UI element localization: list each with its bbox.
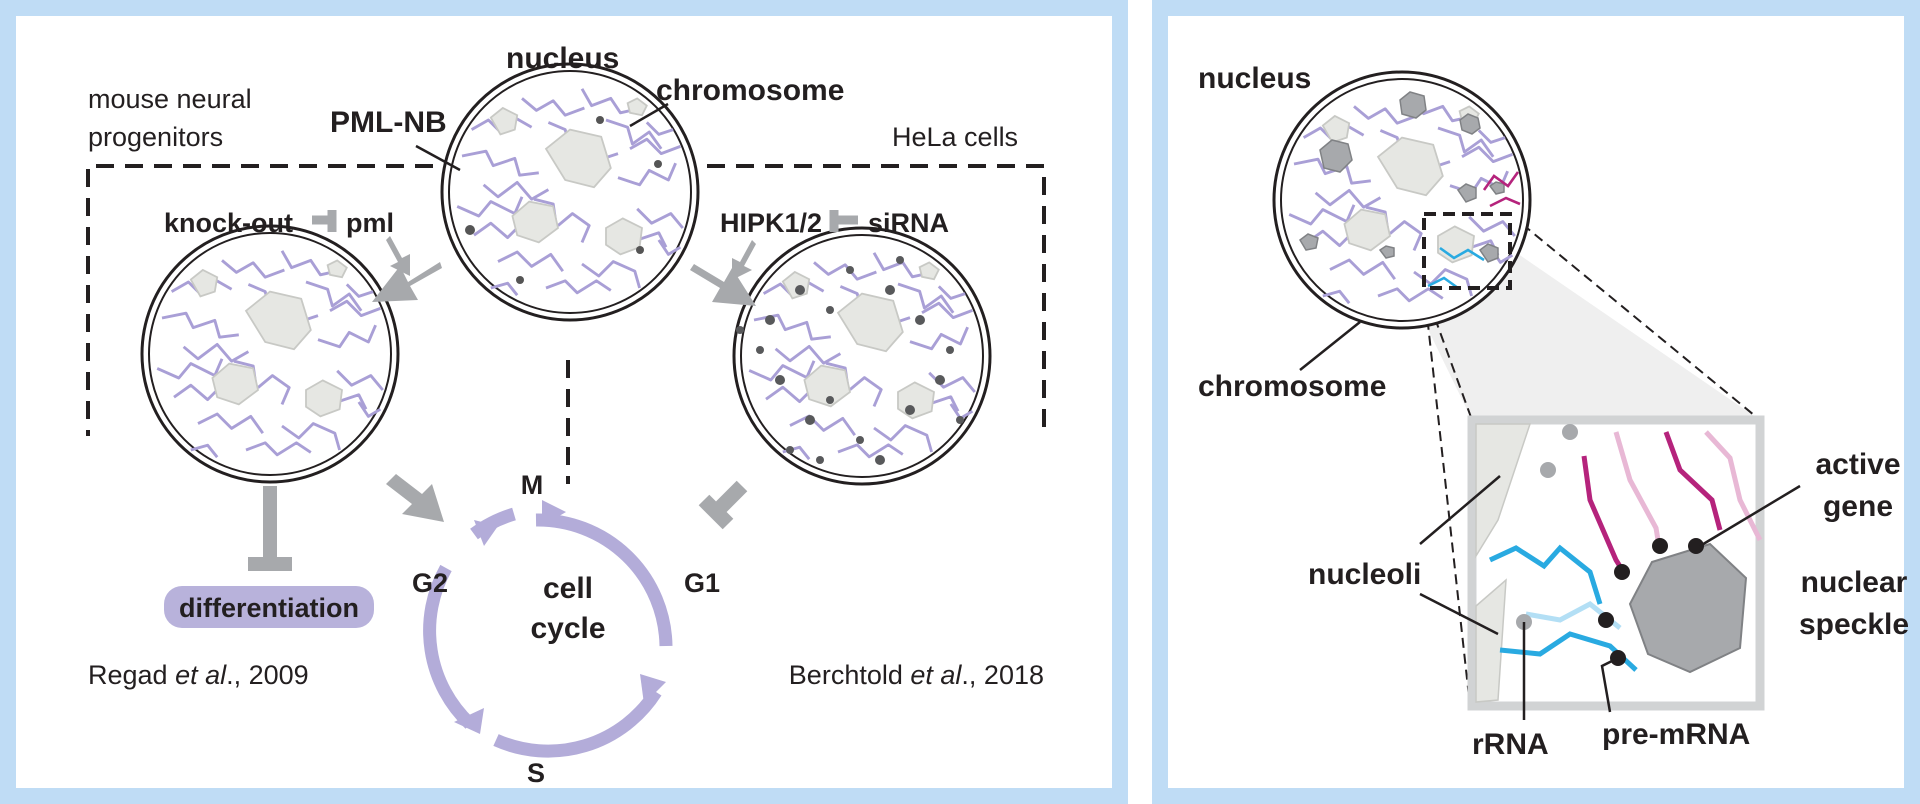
pml-small-arrow — [386, 236, 410, 276]
hela-label: HeLa cells — [892, 122, 1018, 152]
right-nucleus — [1272, 70, 1532, 330]
rrna-label: rRNA — [1472, 728, 1549, 761]
cycle-title-line2: cycle — [530, 612, 605, 645]
premrna-pointer — [1600, 656, 1619, 713]
zoom-line-upper — [1509, 213, 1761, 421]
nuclear-speckle — [1628, 542, 1748, 674]
hipk-small-arrow — [732, 240, 756, 280]
inhibit-right-to-cycle — [698, 480, 748, 530]
pml-knockout-nucleus — [140, 224, 400, 484]
cycle-arrowhead-m — [542, 500, 566, 526]
active-gene-pointer — [1699, 484, 1801, 548]
knockout-inhibit-symbol — [312, 210, 337, 232]
chromosome-label-right: chromosome — [1198, 370, 1386, 403]
cycle-arrowhead-g2 — [474, 520, 498, 546]
cell-cycle-ring — [423, 507, 673, 758]
differentiation-label: differentiation — [179, 593, 359, 623]
active-gene-line2: gene — [1823, 490, 1893, 523]
reference-right: Berchtold et al., 2018 — [789, 660, 1044, 690]
nucleus-label-right: nucleus — [1198, 62, 1311, 95]
arrow-to-left-nucleus — [372, 262, 442, 302]
chromosome-label-left: chromosome — [656, 74, 844, 107]
cycle-arrowhead-s — [454, 708, 484, 734]
knockout-label: knock-out — [164, 208, 293, 238]
pmlnb-label: PML-NB — [330, 106, 447, 139]
nucleoli-pointer-top — [1419, 475, 1501, 545]
zoom-line-left — [1423, 287, 1471, 707]
mouse-dashed-bracket — [86, 164, 462, 436]
hipk-sirna-nucleus — [732, 226, 992, 486]
hela-dashed-bracket — [678, 164, 1046, 436]
premrna-label: pre-mRNA — [1602, 718, 1750, 751]
pmlnb-pointer — [415, 144, 461, 172]
differentiation-box — [164, 586, 374, 628]
nucleoli-label: nucleoli — [1308, 558, 1421, 591]
differentiation-inhibit-symbol — [248, 486, 292, 571]
cycle-arrowhead-g1 — [640, 674, 666, 704]
zoom-region-box — [1422, 212, 1512, 290]
arrow-to-right-nucleus — [690, 264, 756, 306]
mouse-label-line1: mouse neural — [88, 84, 252, 114]
top-nucleus — [440, 62, 700, 322]
nucleus-label-left: nucleus — [506, 42, 619, 75]
nucleoli-pointer-bottom — [1419, 592, 1499, 636]
phase-s-label: S — [527, 758, 545, 788]
phase-g1-label: G1 — [684, 568, 720, 598]
reference-left: Regad et al., 2009 — [88, 660, 309, 690]
arrow-left-to-cycle — [386, 474, 444, 522]
hipk-label: HIPK1/2 — [720, 208, 822, 238]
chromosome-pointer-left — [629, 102, 669, 128]
pml-label: pml — [346, 208, 394, 238]
phase-g2-label: G2 — [412, 568, 448, 598]
phase-m-label: M — [521, 470, 544, 500]
active-gene-line1: active — [1815, 448, 1900, 481]
cycle-title-line1: cell — [543, 572, 593, 605]
zoomed-region — [1467, 415, 1765, 711]
sirna-label: siRNA — [868, 208, 949, 238]
sirna-inhibit-symbol — [829, 210, 858, 232]
speckle-line1: nuclear — [1801, 566, 1908, 599]
speckle-line2: speckle — [1799, 608, 1909, 641]
mouse-label-line2: progenitors — [88, 122, 223, 152]
chromosome-pointer-right — [1299, 321, 1361, 371]
